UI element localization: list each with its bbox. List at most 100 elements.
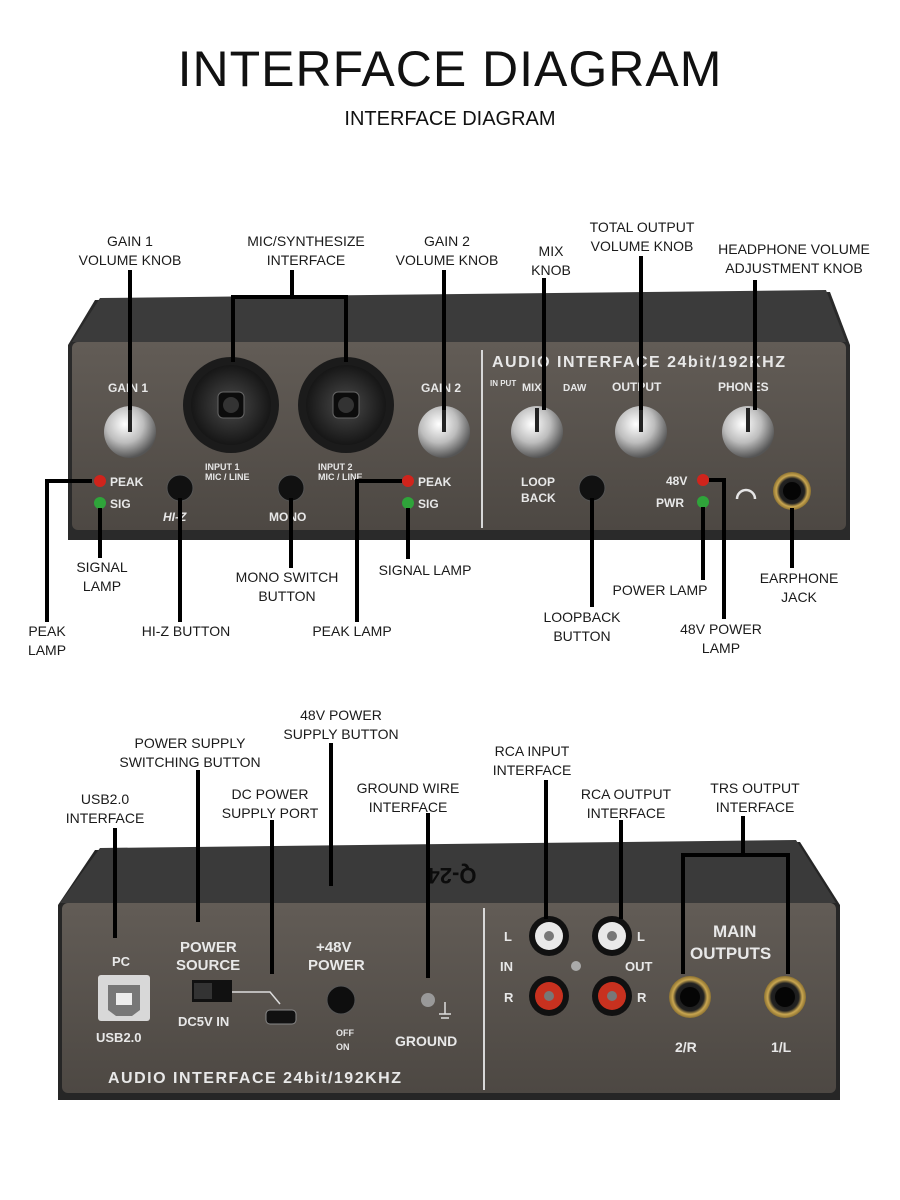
front-brand-text: AUDIO INTERFACE 24bit/192KHZ [492, 354, 786, 371]
pwr-text: PWR [656, 496, 684, 510]
back-top-logo: Q-24 [427, 863, 477, 888]
hiz-button-shape[interactable] [166, 474, 194, 502]
xlr-input-1[interactable] [183, 357, 279, 453]
gain2-knob[interactable] [418, 406, 470, 458]
input1-text: INPUT 1 [205, 462, 240, 472]
output-text: OUTPUT [612, 380, 662, 394]
pc-text: PC [112, 954, 131, 969]
usb-text: USB2.0 [96, 1030, 142, 1045]
mono-text: MONO [269, 510, 306, 524]
p48-text-2: POWER [308, 957, 365, 974]
callout-peak-lamp-2: PEAK LAMP [312, 623, 392, 639]
trs-output-1l[interactable] [764, 976, 806, 1018]
back-device: Q-24 [58, 840, 840, 1100]
sig2-text: SIG [418, 497, 439, 511]
main-outputs-text-2: OUTPUTS [690, 944, 771, 963]
micline1-text: MIC / LINE [205, 472, 250, 482]
rca-out-r[interactable] [592, 976, 632, 1016]
sig2-led [402, 497, 414, 509]
sig1-led [94, 497, 106, 509]
power-source-text-2: SOURCE [176, 957, 240, 974]
ground-text: GROUND [395, 1033, 457, 1049]
rca-screw [571, 961, 581, 971]
back-brand-text: AUDIO INTERFACE 24bit/192KHZ [108, 1070, 402, 1087]
main-outputs-text-1: MAIN [713, 922, 756, 941]
p48-text-1: +48V [316, 939, 351, 956]
front-device: AUDIO INTERFACE 24bit/192KHZ GAIN 1 GAIN… [68, 290, 850, 540]
peak1-led [94, 475, 106, 487]
dc-guide-line [232, 991, 281, 1005]
l-in-text: L [504, 929, 512, 944]
loopback-button-shape[interactable] [578, 474, 606, 502]
dc-port[interactable] [265, 1009, 297, 1025]
rca-in-r[interactable] [529, 976, 569, 1016]
mix-knob[interactable] [511, 406, 563, 458]
peak2-led [402, 475, 414, 487]
page-title: INTERFACE DIAGRAM [177, 41, 723, 97]
48v-power-button-shape[interactable] [326, 985, 356, 1015]
2r-text: 2/R [675, 1039, 697, 1055]
xlr-input-2[interactable] [298, 357, 394, 453]
headphone-icon [735, 488, 757, 500]
loop-text: LOOP [521, 475, 555, 489]
on-text: ON [336, 1042, 350, 1052]
back-panel [62, 903, 836, 1093]
back-text: BACK [521, 491, 556, 505]
micline2-text: MIC / LINE [318, 472, 363, 482]
gain1-knob[interactable] [104, 406, 156, 458]
back-top-surface [60, 840, 836, 903]
48v-text: 48V [666, 474, 687, 488]
phones-text: PHONES [718, 380, 769, 394]
page-subtitle: INTERFACE DIAGRAM [344, 108, 556, 130]
trs-output-2r[interactable] [669, 976, 711, 1018]
callout-power-lamp: POWER LAMP [612, 582, 708, 598]
earphone-jack[interactable] [773, 472, 811, 510]
r-out-text: R [637, 990, 647, 1005]
dc5v-text: DC5V IN [178, 1014, 229, 1029]
in-text: IN [500, 959, 513, 974]
phones-knob[interactable] [722, 406, 774, 458]
ground-terminal[interactable] [421, 993, 451, 1019]
callout-hiz-button: HI-Z BUTTON [141, 623, 231, 639]
off-text: OFF [336, 1028, 354, 1038]
rca-in-l[interactable] [529, 916, 569, 956]
l-out-text: L [637, 929, 645, 944]
1l-text: 1/L [771, 1039, 792, 1055]
back-leader-lines [113, 743, 790, 978]
input-small-text: IN PUT [490, 379, 516, 388]
mono-button-shape[interactable] [277, 474, 305, 502]
sig1-text: SIG [110, 497, 131, 511]
r-in-text: R [504, 990, 514, 1005]
mix-text: MIX [522, 382, 542, 394]
power-source-text-1: POWER [180, 939, 237, 956]
input2-text: INPUT 2 [318, 462, 353, 472]
rca-out-l[interactable] [592, 916, 632, 956]
front-leader-lines [45, 256, 794, 622]
power-source-switch[interactable] [192, 980, 232, 1002]
callout-signal-lamp-2: SIGNAL LAMP [378, 562, 472, 578]
peak2-text: PEAK [418, 475, 452, 489]
usb-port[interactable] [98, 975, 150, 1021]
hiz-text: HI-Z [163, 510, 187, 524]
48v-led [697, 474, 709, 486]
output-knob[interactable] [615, 406, 667, 458]
out-text: OUT [625, 959, 653, 974]
